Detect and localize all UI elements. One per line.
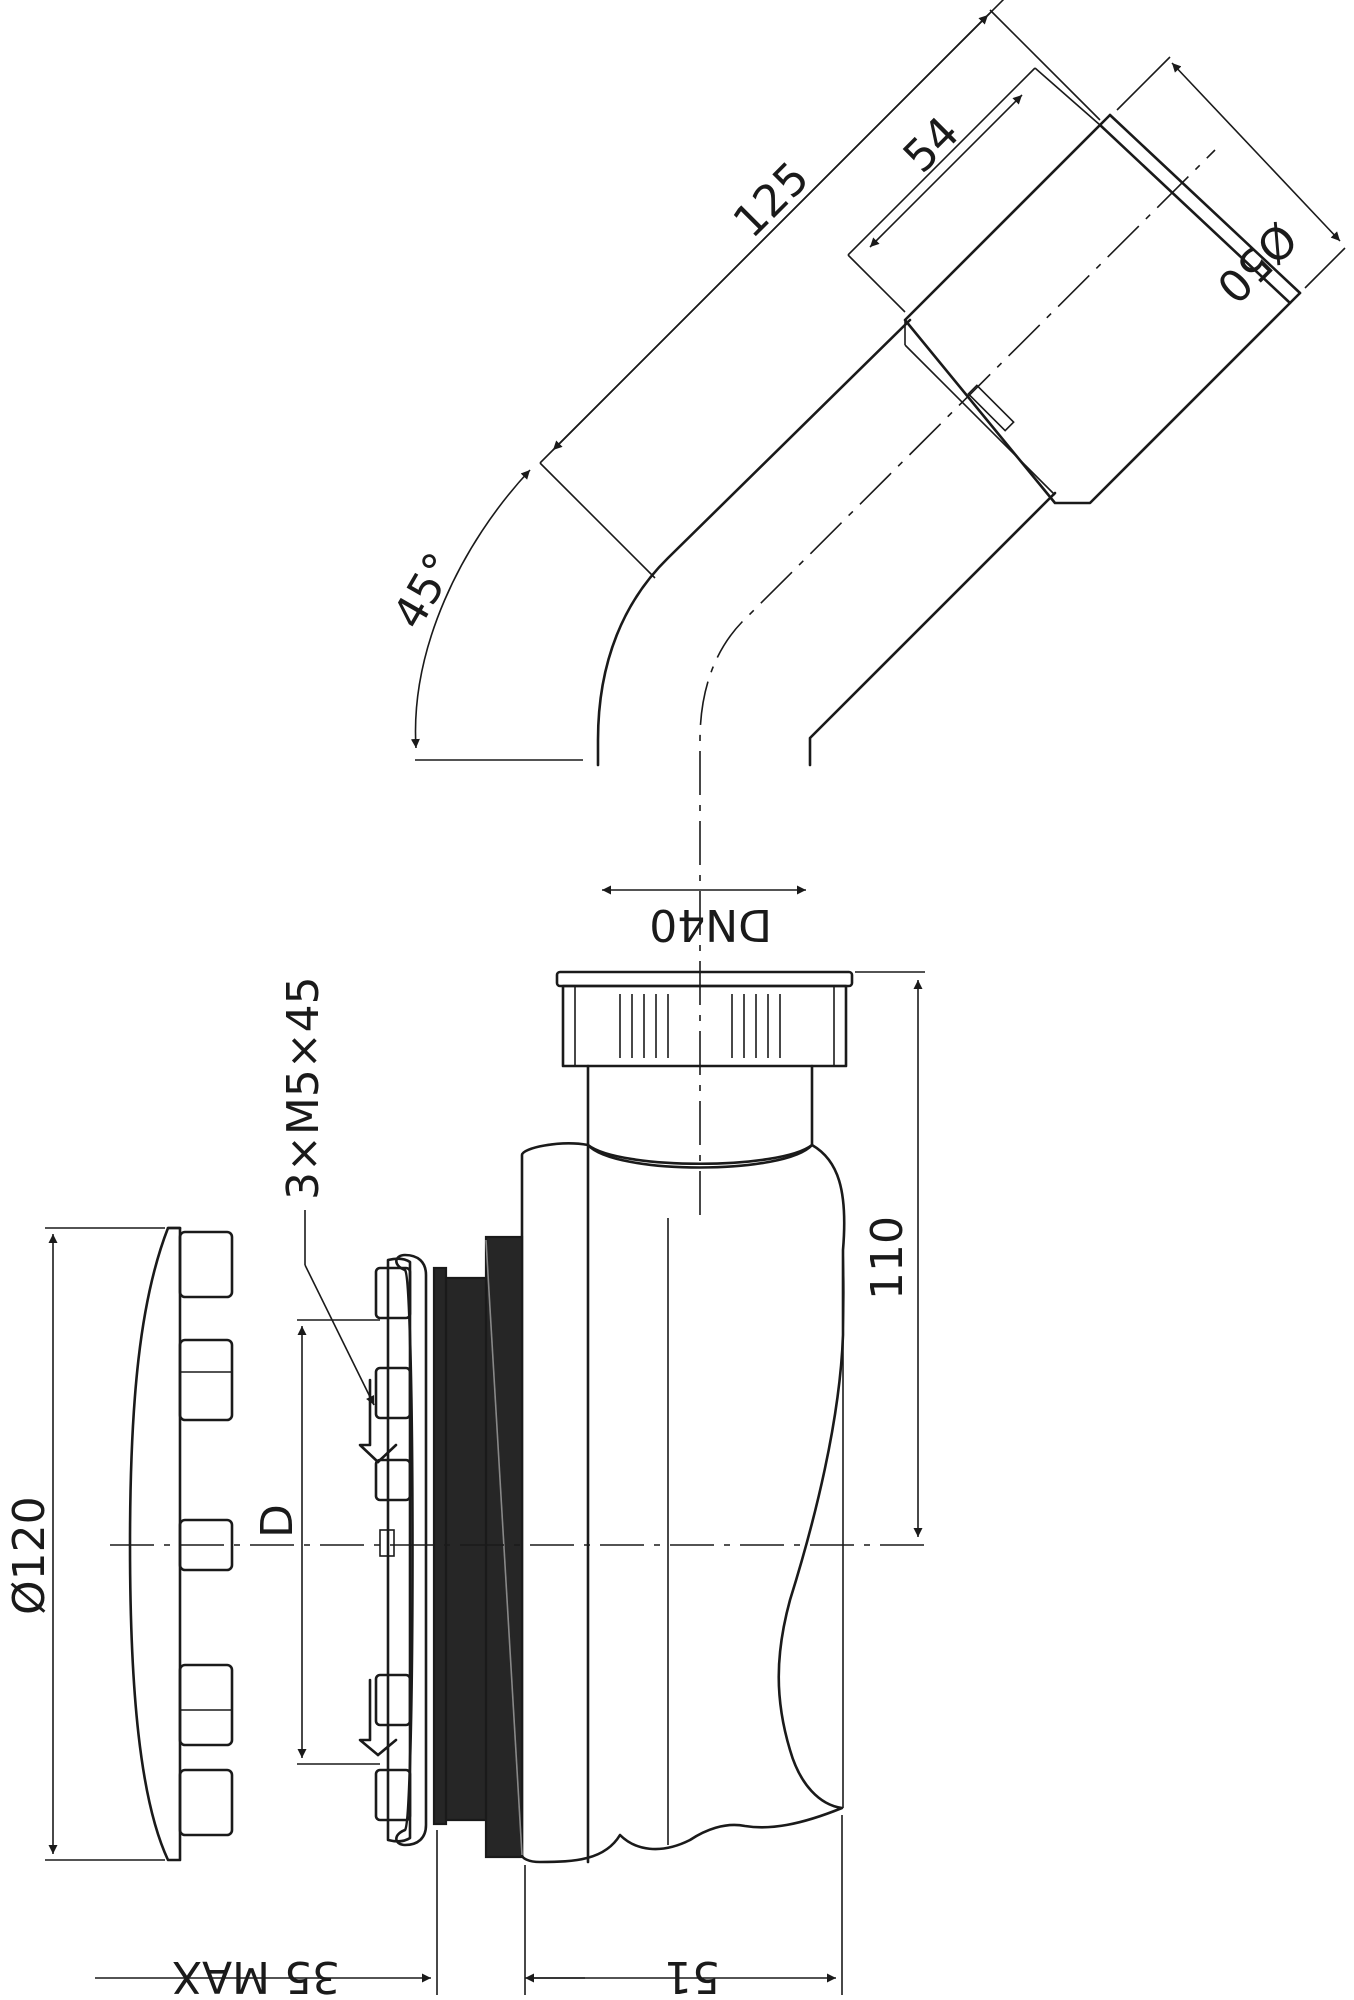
trap-body: [520, 1064, 846, 1864]
label-screws: 3×M5×45: [278, 976, 329, 1200]
dimension-diameter-120: Ø120: [4, 1227, 165, 1861]
label-54: 54: [894, 107, 970, 183]
flange-plate: [358, 1253, 428, 1847]
dimension-35-max: 35 MAX: [95, 1830, 585, 2000]
label-35-max: 35 MAX: [172, 1951, 340, 2000]
label-110: 110: [862, 1216, 913, 1300]
label-diameter-120: Ø120: [4, 1496, 55, 1615]
label-diameter-50: Ø50: [1206, 212, 1306, 312]
dimension-110: 110: [855, 971, 925, 1537]
union-nut: [555, 970, 854, 1068]
pipe-center-line: [699, 149, 1216, 1215]
dimension-d: D: [252, 1319, 380, 1765]
dimension-54: 54: [847, 67, 1101, 313]
label-125: 125: [724, 152, 819, 247]
dimension-dn40: DN40: [602, 885, 806, 950]
label-51: 51: [664, 1951, 720, 2000]
label-dn40: DN40: [649, 899, 772, 950]
label-d: D: [252, 1504, 303, 1538]
dimension-screws: 3×M5×45: [278, 976, 375, 1406]
dimension-diameter-50: Ø50: [1116, 56, 1346, 312]
dimension-51: 51: [531, 1815, 843, 2000]
angled-outlet-pipe: [596, 318, 1057, 767]
label-angle-45: 45°: [383, 544, 466, 637]
dimension-angle-45: 45°: [383, 469, 583, 761]
rubber-seal: [432, 1235, 524, 1859]
cover-cap: [128, 1226, 234, 1862]
